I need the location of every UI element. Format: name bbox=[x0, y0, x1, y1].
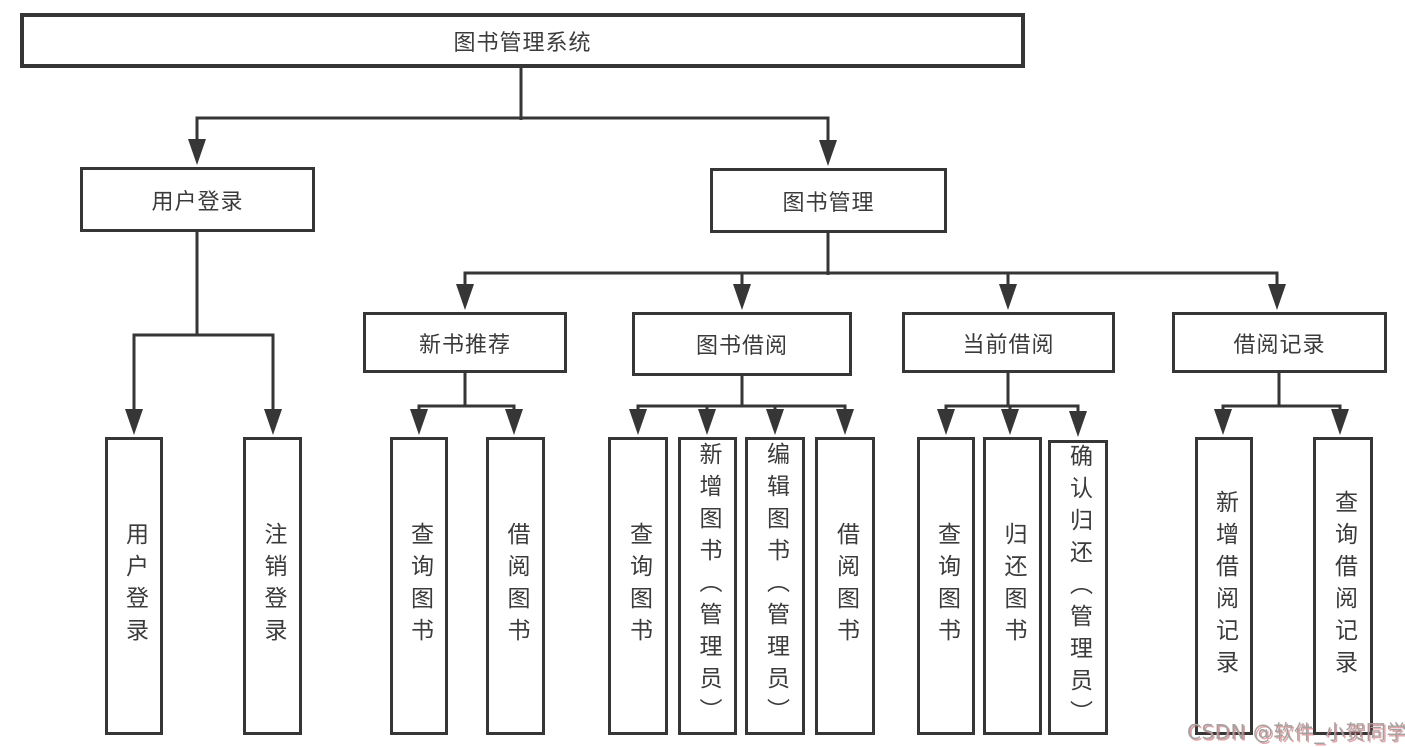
arrow-leaf-logout bbox=[264, 409, 282, 435]
arrow-new-book-recommend bbox=[456, 284, 474, 310]
edge-newrec-split bbox=[417, 404, 516, 411]
edge-userlogin-split bbox=[132, 333, 275, 411]
leaf-label: 查询图书 bbox=[933, 522, 960, 650]
leaf-add-book-admin: 新增图书（管理员） bbox=[678, 437, 737, 735]
arrow-leaf-return-books bbox=[1001, 409, 1019, 435]
arrow-leaf-query-books-3 bbox=[937, 409, 955, 435]
edge-bookmgmt-split bbox=[463, 271, 1279, 286]
leaf-label: 注销登录 bbox=[260, 522, 286, 650]
leaf-return-books: 归还图书 bbox=[983, 437, 1042, 735]
leaf-label: 用户登录 bbox=[121, 522, 148, 650]
leaf-label: 查询图书 bbox=[406, 522, 433, 650]
leaf-label: 归还图书 bbox=[1000, 522, 1026, 650]
leaf-query-books-1: 查询图书 bbox=[390, 437, 448, 735]
arrow-leaf-borrow-books-2 bbox=[836, 409, 854, 435]
arrow-book-management bbox=[819, 140, 837, 166]
leaf-edit-book-admin: 编辑图书（管理员） bbox=[745, 437, 805, 735]
arrow-leaf-confirm-return bbox=[1069, 411, 1087, 437]
node-current-borrowing: 当前借阅 bbox=[902, 312, 1115, 373]
leaf-label: 借阅图书 bbox=[503, 522, 529, 650]
node-book-borrowing: 图书借阅 bbox=[632, 312, 852, 376]
leaf-label: 编辑图书（管理员） bbox=[762, 442, 789, 730]
leaf-borrow-books-1: 借阅图书 bbox=[486, 437, 545, 735]
leaf-label: 查询图书 bbox=[625, 522, 652, 650]
leaf-user-login: 用户登录 bbox=[105, 437, 163, 735]
node-root: 图书管理系统 bbox=[20, 13, 1025, 68]
leaf-label: 借阅图书 bbox=[832, 522, 859, 650]
leaf-query-borrow-record: 查询借阅记录 bbox=[1313, 437, 1373, 735]
arrow-leaf-user-login bbox=[125, 409, 143, 435]
arrow-leaf-add-record bbox=[1214, 409, 1232, 435]
arrow-current-borrowing bbox=[999, 284, 1017, 310]
arrow-leaf-query-books-2 bbox=[629, 409, 647, 435]
arrow-user-login bbox=[188, 139, 206, 165]
edge-current-split bbox=[944, 404, 1080, 411]
arrow-leaf-edit-book bbox=[766, 409, 784, 435]
watermark: CSDN @软件_小贺同学 bbox=[1187, 720, 1405, 744]
edge-root-split bbox=[195, 116, 830, 142]
node-borrow-records: 借阅记录 bbox=[1172, 312, 1387, 373]
arrow-leaf-query-record bbox=[1331, 409, 1349, 435]
arrow-book-borrowing bbox=[733, 284, 751, 310]
leaf-query-books-3: 查询图书 bbox=[917, 437, 975, 735]
arrow-borrow-records bbox=[1268, 284, 1286, 310]
leaf-borrow-books-2: 借阅图书 bbox=[815, 437, 875, 735]
arrowheads bbox=[125, 139, 1349, 437]
node-user-login: 用户登录 bbox=[80, 167, 315, 232]
edge-borrowing-split bbox=[636, 404, 847, 411]
leaf-label: 查询借阅记录 bbox=[1330, 490, 1357, 682]
leaf-label: 新增图书（管理员） bbox=[695, 442, 721, 730]
leaf-query-books-2: 查询图书 bbox=[608, 437, 668, 735]
edges bbox=[132, 65, 1342, 411]
leaf-logout: 注销登录 bbox=[243, 437, 302, 735]
leaf-add-borrow-record: 新增借阅记录 bbox=[1195, 437, 1253, 735]
arrow-leaf-add-book bbox=[698, 409, 716, 435]
node-new-book-recommend: 新书推荐 bbox=[363, 312, 567, 373]
edge-records-split bbox=[1221, 404, 1342, 411]
arrow-leaf-borrow-books-1 bbox=[505, 409, 523, 435]
leaf-confirm-return-admin: 确认归还（管理员） bbox=[1048, 440, 1108, 735]
leaf-label: 新增借阅记录 bbox=[1211, 490, 1238, 682]
node-book-management: 图书管理 bbox=[710, 168, 947, 233]
arrow-leaf-query-books-1 bbox=[410, 409, 428, 435]
leaf-label: 确认归还（管理员） bbox=[1065, 443, 1092, 732]
